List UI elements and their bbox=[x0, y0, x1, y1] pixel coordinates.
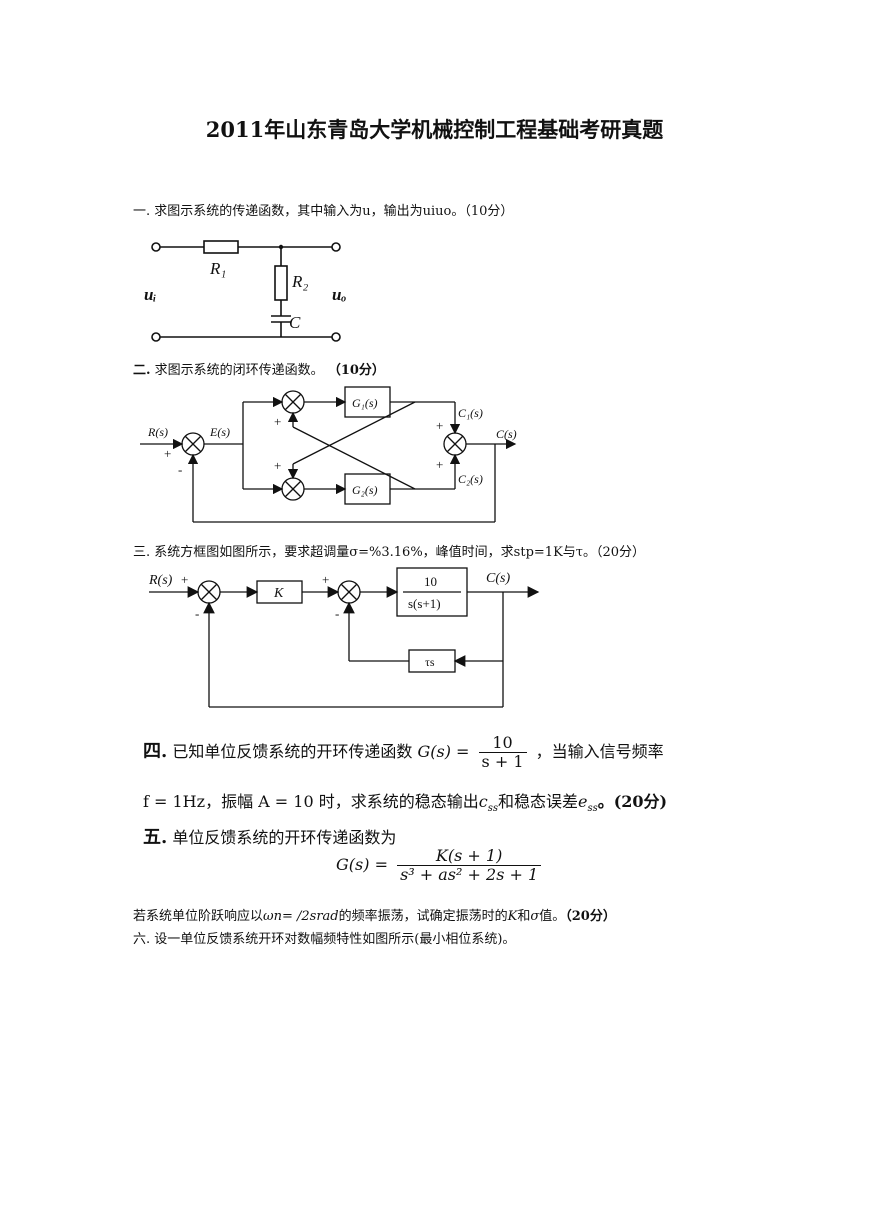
fraction-numerator: 10 bbox=[478, 734, 527, 753]
transfer-fraction: 10 s + 1 bbox=[478, 734, 527, 771]
sigma-symbol: σ bbox=[530, 909, 540, 924]
minus-sign: - bbox=[335, 606, 339, 621]
block-diagram-3: R(s) + - K + - 10 s(s+1) C(s) τs bbox=[148, 567, 540, 708]
block-diagram-2: R(s) + - E(s) + + G₁(s) G₂(s) C₁(s) C₂(s… bbox=[140, 386, 517, 523]
r2-label: R₂ bbox=[291, 272, 308, 291]
question-4-score: 。(20分) bbox=[597, 792, 668, 811]
question-5-line-2: 若系统单位阶跃响应以ωn= /2srad的频率振荡，试确定振荡时的K和σ值。（2… bbox=[133, 905, 616, 924]
ess-symbol: e bbox=[577, 792, 588, 811]
question-5-number: 五. bbox=[143, 827, 168, 848]
r1-label: R₁ bbox=[209, 259, 226, 278]
k-symbol: K bbox=[507, 909, 518, 924]
c-label: C(s) bbox=[486, 571, 510, 586]
omega-expression: ωn= /2srad bbox=[263, 909, 339, 924]
question-6-text: 六. 设一单位反馈系统开环对数幅频特性如图所示(最小相位系统)。 bbox=[133, 932, 516, 947]
question-5-text-c: 的频率振荡，试确定振荡时的 bbox=[338, 909, 508, 924]
question-4-line-1: 四. 已知单位反馈系统的开环传递函数 G(s) = 10 s + 1 ，当输入信… bbox=[143, 734, 664, 771]
tf-numerator: 10 bbox=[424, 574, 437, 589]
question-4-line-2: f = 1Hz，振幅 A = 10 时，求系统的稳态输出css和稳态误差ess。… bbox=[143, 788, 667, 814]
css-symbol: c bbox=[478, 792, 488, 811]
rc-circuit-diagram: R₁ R₂ C uᵢ uₒ bbox=[144, 240, 346, 342]
question-5-formula: G(s) = K(s + 1) s³ + as² + 2s + 1 bbox=[336, 847, 545, 884]
r-label: R(s) bbox=[148, 573, 173, 588]
question-5-text-a: 单位反馈系统的开环传递函数为 bbox=[172, 828, 397, 847]
question-2-score: （10分） bbox=[327, 363, 385, 378]
g-function: G(s) = bbox=[336, 855, 388, 874]
minus-sign: - bbox=[195, 606, 199, 621]
g2-label: G₂(s) bbox=[352, 483, 378, 497]
uo-label: uₒ bbox=[332, 285, 346, 304]
page-title: 2011年山东青岛大学机械控制工程基础考研真题 bbox=[205, 117, 664, 142]
tau-label: τs bbox=[425, 655, 435, 669]
fraction-denominator: s³ + as² + 2s + 1 bbox=[400, 865, 539, 884]
css-subscript: ss bbox=[487, 803, 498, 815]
question-5-text-e: 值。 bbox=[539, 909, 566, 924]
g1-label: G₁(s) bbox=[352, 396, 378, 410]
plus-sign: + bbox=[274, 414, 281, 429]
question-4-number: 四. bbox=[143, 741, 168, 762]
transfer-fraction: K(s + 1) s³ + as² + 2s + 1 bbox=[397, 847, 542, 884]
question-3-text: 三. 系统方框图如图所示，要求超调量σ=%3.16%，峰值时间，求stp=1K与… bbox=[133, 545, 646, 560]
c-label: C bbox=[289, 313, 301, 332]
c2-label: C₂(s) bbox=[458, 472, 483, 486]
minus-sign: - bbox=[178, 462, 182, 477]
plus-sign: + bbox=[164, 446, 171, 461]
question-1-text: 一. 求图示系统的传递函数，其中输入为u，输出为uiuo。（10分） bbox=[133, 204, 514, 219]
question-5-score: （20分） bbox=[565, 909, 616, 924]
k-label: K bbox=[273, 586, 284, 601]
ess-subscript: ss bbox=[587, 803, 598, 815]
plus-sign: + bbox=[436, 457, 443, 472]
c-label: C(s) bbox=[496, 427, 517, 441]
question-5-text-b: 若系统单位阶跃响应以 bbox=[133, 909, 264, 924]
question-4-text-a: 已知单位反馈系统的开环传递函数 bbox=[172, 742, 413, 761]
plus-sign: + bbox=[274, 458, 281, 473]
question-4-text-d: 和稳态误差 bbox=[497, 792, 578, 811]
question-4-text-b: ，当输入信号频率 bbox=[535, 742, 664, 761]
question-2-text: 二. 求图示系统的闭环传递函数。 （10分） bbox=[133, 359, 385, 378]
fraction-denominator: s + 1 bbox=[481, 752, 524, 771]
c1-label: C₁(s) bbox=[458, 406, 483, 420]
ui-label: uᵢ bbox=[144, 285, 156, 304]
question-4-text-c: f = 1Hz，振幅 A = 10 时，求系统的稳态输出 bbox=[143, 792, 479, 811]
question-5-line-1: 五. 单位反馈系统的开环传递函数为 bbox=[143, 823, 396, 849]
fraction-numerator: K(s + 1) bbox=[397, 847, 542, 866]
question-2-number: 二. bbox=[133, 363, 151, 378]
tf-denominator: s(s+1) bbox=[408, 596, 441, 611]
plus-sign: + bbox=[322, 572, 329, 587]
question-2-body: 求图示系统的闭环传递函数。 bbox=[154, 363, 324, 378]
r-label: R(s) bbox=[147, 425, 168, 439]
question-5-text-d: 和 bbox=[517, 909, 531, 924]
plus-sign: + bbox=[181, 572, 188, 587]
e-label: E(s) bbox=[209, 425, 230, 439]
g-function: G(s) = bbox=[417, 742, 470, 761]
plus-sign: + bbox=[436, 418, 443, 433]
